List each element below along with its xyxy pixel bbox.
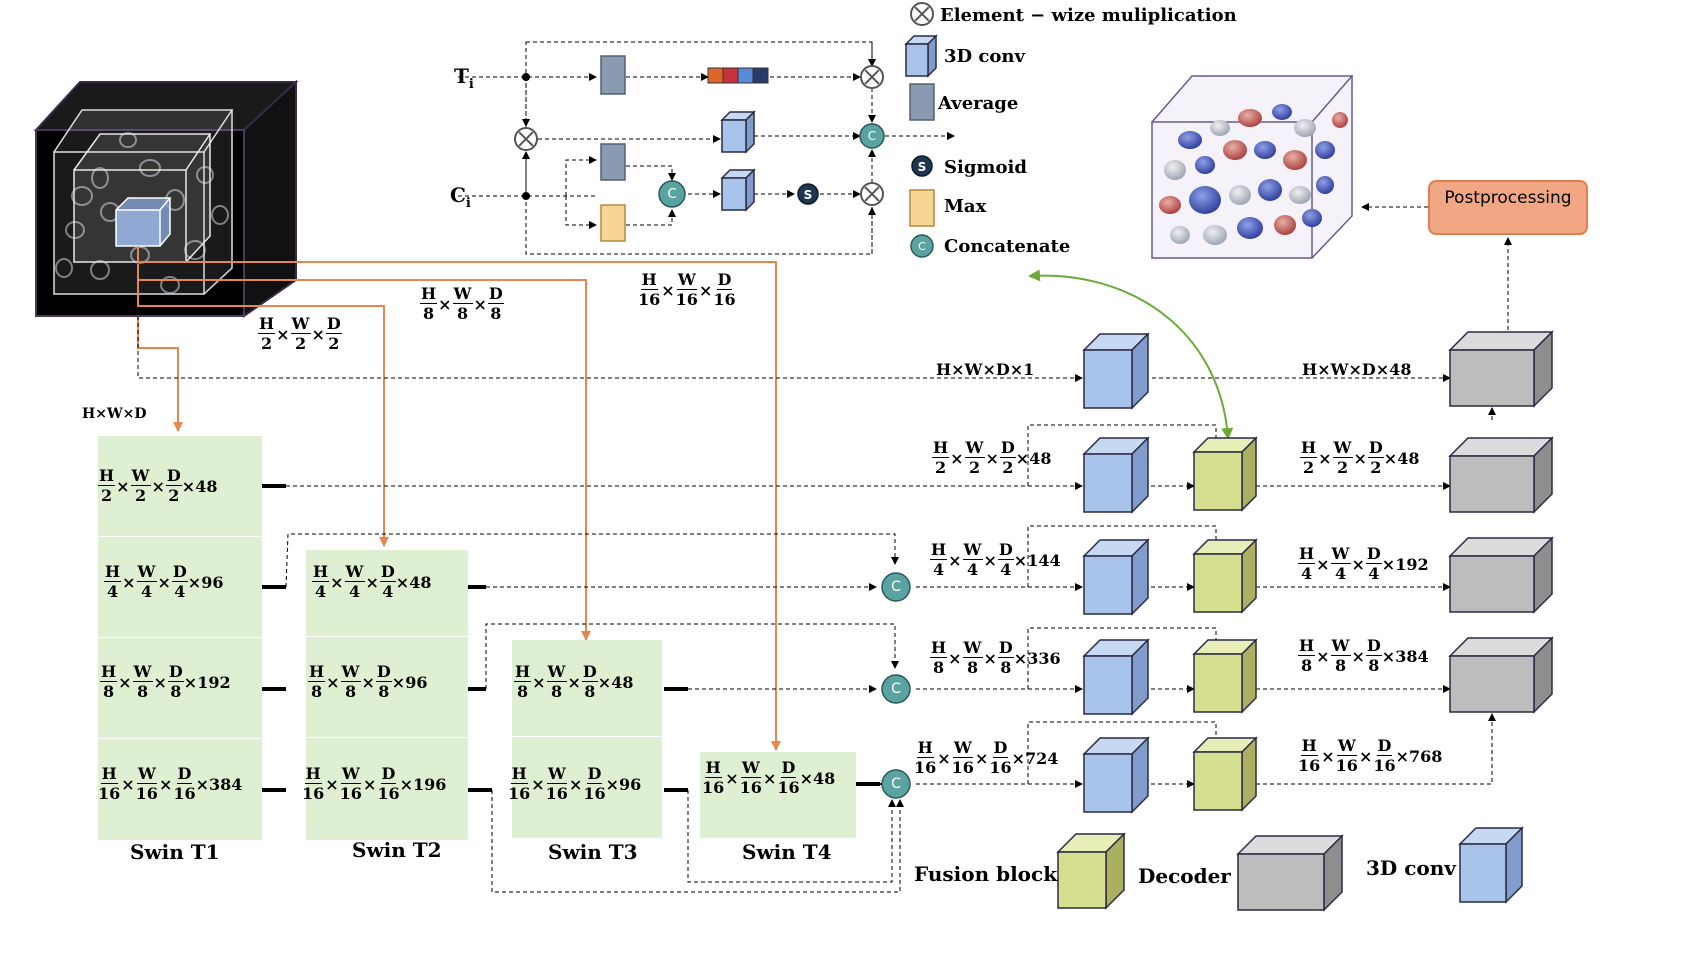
svg-text:C: C — [918, 240, 926, 253]
swin-t2-panel — [306, 550, 468, 840]
fusion-block-cube — [1192, 736, 1258, 812]
legend-multiply-icon — [910, 2, 934, 26]
legend-conv3d-icon — [1458, 826, 1524, 904]
skip-dim-top-right: H×W×D×48 — [1302, 360, 1412, 379]
attention-conv-cube — [720, 168, 756, 212]
svg-text:S: S — [804, 188, 813, 202]
multiply-icon — [860, 65, 884, 89]
fusion-block-cube — [1192, 436, 1258, 512]
swin-t1-panel — [98, 436, 262, 840]
svg-text:C: C — [891, 776, 901, 792]
legend-average-label: Average — [938, 93, 1019, 114]
conv3d-cube — [1082, 736, 1150, 814]
concat-icon: C — [658, 180, 686, 208]
legend-sigmoid-icon: S — [911, 155, 933, 177]
decoder-cube — [1448, 330, 1554, 408]
svg-text:C: C — [667, 187, 676, 202]
legend-conv-icon — [904, 34, 938, 78]
conv3d-cube — [1082, 436, 1150, 514]
attention-conv-cube — [720, 110, 756, 154]
fusion-block-cube — [1192, 538, 1258, 614]
swin-t4-panel — [700, 752, 856, 838]
concat-icon: C — [859, 123, 885, 149]
multiply-icon — [860, 182, 884, 206]
legend-decoder-icon — [1236, 834, 1344, 912]
average-box — [600, 143, 626, 181]
decoder-cube — [1448, 536, 1554, 614]
skip-dim-top-left: H×W×D×1 — [936, 360, 1035, 379]
conv3d-cube — [1082, 332, 1150, 410]
svg-text:C: C — [868, 129, 876, 143]
swin-t4-title: Swin T4 — [742, 840, 832, 864]
swin-t2-title: Swin T2 — [352, 838, 442, 862]
multiply-icon — [514, 127, 538, 151]
decoder-cube — [1448, 436, 1554, 514]
svg-text:C: C — [891, 579, 901, 595]
input-dim-label: H×W×D — [82, 406, 147, 422]
concat-icon: C — [881, 572, 911, 602]
legend-fusion-icon — [1056, 832, 1126, 910]
decoder-cube — [1448, 636, 1554, 714]
conv3d-cube — [1082, 638, 1150, 716]
t-input-label: Ti — [454, 64, 474, 92]
swin-t3-title: Swin T3 — [548, 840, 638, 864]
max-box — [600, 204, 626, 242]
swin-t1-title: Swin T1 — [130, 840, 220, 864]
concat-icon: C — [881, 674, 911, 704]
legend-average-icon — [909, 83, 935, 121]
legend-concatenate-label: Concatenate — [944, 236, 1071, 257]
legend-3dconv-label: 3D conv — [1366, 856, 1456, 880]
attention-vector — [707, 67, 769, 84]
result-volume — [1151, 75, 1354, 259]
green-link-arrow — [1028, 269, 1234, 440]
legend-fusion-label: Fusion block — [914, 862, 1058, 886]
legend-sigmoid-label: Sigmoid — [944, 157, 1027, 178]
sigmoid-icon: S — [797, 183, 819, 205]
legend-decoder-label: Decoder — [1138, 864, 1231, 888]
legend-concat-icon: C — [910, 234, 934, 258]
postprocessing-box: Postprocessing — [1428, 180, 1588, 235]
swin-t3-panel — [512, 640, 662, 838]
legend-max-icon — [909, 189, 935, 227]
svg-text:C: C — [891, 681, 901, 697]
svg-text:S: S — [918, 160, 927, 174]
input-volume — [33, 79, 299, 318]
legend-element-mult-label: Element − wize muliplication — [940, 5, 1237, 26]
conv3d-cube — [1082, 538, 1150, 616]
fusion-block-cube — [1192, 638, 1258, 714]
c-input-label: Ci — [450, 183, 471, 211]
concat-icon: C — [881, 769, 911, 799]
legend-max-label: Max — [944, 196, 987, 217]
legend-conv-label: 3D conv — [944, 46, 1025, 67]
average-box — [600, 55, 626, 95]
